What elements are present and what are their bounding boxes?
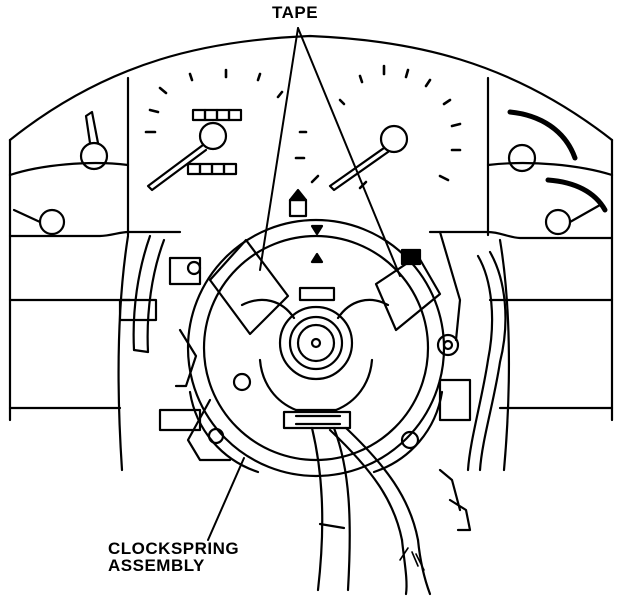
clockspring-label-line2: ASSEMBLY [108, 556, 205, 575]
column-housing [8, 230, 614, 472]
gauge-right [507, 109, 578, 173]
clockspring-body [186, 218, 446, 478]
tape-label: TAPE [272, 3, 319, 22]
cluster-tick-marks [144, 64, 462, 190]
tape-pad-right [374, 254, 442, 332]
tape-leader-lines [259, 27, 401, 277]
clockspring-leader-line [207, 457, 245, 541]
gauge-lower-right [544, 177, 608, 236]
mounting-holes [186, 260, 420, 450]
clockspring-assembly-label: CLOCKSPRING ASSEMBLY [108, 540, 239, 574]
clockspring-label-line1: CLOCKSPRING [108, 539, 240, 558]
left-stalk [118, 234, 202, 432]
wire-harness [310, 426, 432, 596]
right-stalk [428, 230, 507, 532]
gauge-tachometer [328, 124, 409, 192]
gauge-left [79, 110, 109, 171]
instrument-cluster [8, 34, 614, 422]
clockspring-connector [282, 410, 352, 430]
alignment-marks [288, 188, 422, 266]
gauge-speedometer [146, 108, 243, 192]
gauge-lower-left [12, 208, 66, 236]
clockspring-hub [278, 286, 354, 381]
tape-pad-left [208, 238, 290, 336]
clockspring-spokes [240, 298, 390, 412]
